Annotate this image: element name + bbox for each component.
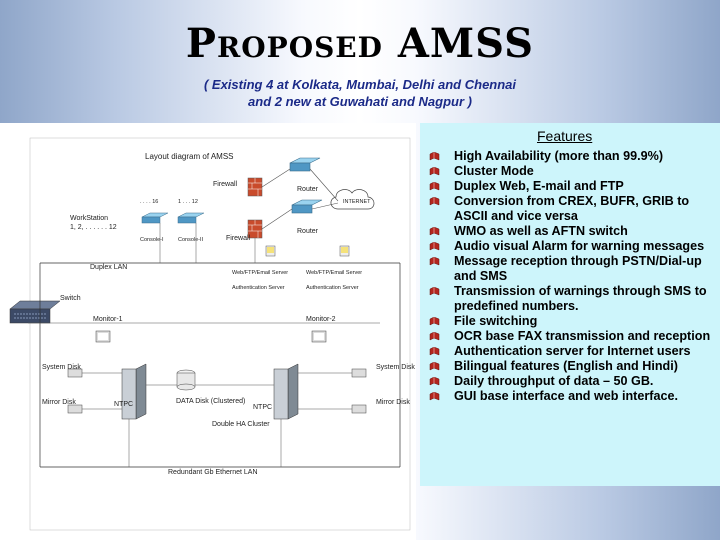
feature-item: Message reception through PSTN/Dial-up a… xyxy=(426,254,716,284)
bullet-icon xyxy=(429,287,440,296)
feature-text: WMO as well as AFTN switch xyxy=(454,224,628,238)
features-list: High Availability (more than 99.9%)Clust… xyxy=(426,149,716,404)
firewall-label: Firewall xyxy=(226,235,251,242)
auth-server-label: Authentication Server xyxy=(232,285,285,291)
computer-icon xyxy=(339,245,350,257)
network-diagram: Layout diagram of AMSS Firewall Firewall… xyxy=(0,123,416,540)
workstation-label: WorkStation xyxy=(70,215,108,222)
bullet-icon xyxy=(429,152,440,161)
internet-label: INTERNET xyxy=(343,199,371,205)
subtitle-line-1: ( Existing 4 at Kolkata, Mumbai, Delhi a… xyxy=(203,77,517,92)
data-disk-label: DATA Disk (Clustered) xyxy=(176,398,245,405)
feature-item: WMO as well as AFTN switch xyxy=(426,224,716,239)
feature-item: Daily throughput of data – 50 GB. xyxy=(426,374,716,389)
features-panel: Features High Availability (more than 99… xyxy=(420,123,720,486)
system-disk-label: System Disk xyxy=(376,364,415,371)
console-label: Console-II xyxy=(178,237,204,243)
features-heading: Features xyxy=(537,128,593,144)
router-icon xyxy=(291,199,323,214)
feature-item: Transmission of warnings through SMS to … xyxy=(426,284,716,314)
feature-text: Transmission of warnings through SMS to … xyxy=(454,284,707,313)
bullet-icon xyxy=(429,317,440,326)
ntpc-label: NTPC xyxy=(114,401,133,408)
feature-text: Conversion from CREX, BUFR, GRIB to ASCI… xyxy=(454,194,690,223)
ws-left-top-label: . . . . 16 xyxy=(140,199,158,205)
bullet-icon xyxy=(429,167,440,176)
feature-text: OCR base FAX transmission and reception xyxy=(454,329,711,343)
bullet-icon xyxy=(429,377,440,386)
bullet-icon xyxy=(429,362,440,371)
router-label: Router xyxy=(297,186,319,193)
feature-item: Bilingual features (English and Hindi) xyxy=(426,359,716,374)
disk-icon xyxy=(176,369,196,391)
bullet-icon xyxy=(429,242,440,251)
feature-item: OCR base FAX transmission and reception xyxy=(426,329,716,344)
feature-text: Audio visual Alarm for warning messages xyxy=(454,239,705,253)
monitor-icon xyxy=(95,330,111,343)
ntpc-label: NTPC xyxy=(253,404,272,411)
diagram-title: Layout diagram of AMSS xyxy=(145,152,234,161)
switch-icon xyxy=(141,212,205,224)
switch-icon xyxy=(9,300,61,324)
ha-cluster-label: Double HA Cluster xyxy=(212,421,270,428)
computer-icon xyxy=(265,245,276,257)
feature-text: File switching xyxy=(454,314,538,328)
duplex-lan-label: Duplex LAN xyxy=(90,264,127,271)
auth-server-label: Authentication Server xyxy=(306,285,359,291)
web-server-label: Web/FTP/Email Server xyxy=(306,270,362,276)
disk-icon xyxy=(67,368,367,414)
monitor-label: Monitor-2 xyxy=(306,316,336,323)
mirror-disk-label: Mirror Disk xyxy=(376,399,410,406)
feature-item: Conversion from CREX, BUFR, GRIB to ASCI… xyxy=(426,194,716,224)
bullet-icon xyxy=(429,197,440,206)
console-label: Console-I xyxy=(140,237,164,243)
slide-title: Proposed AMSS xyxy=(185,20,535,67)
feature-item: GUI base interface and web interface. xyxy=(426,389,716,404)
monitor-label: Monitor-1 xyxy=(93,316,123,323)
bullet-icon xyxy=(429,257,440,266)
feature-text: Cluster Mode xyxy=(454,164,534,178)
server-icon xyxy=(273,363,299,420)
feature-item: Authentication server for Internet users xyxy=(426,344,716,359)
diagram-svg: Layout diagram of AMSS Firewall Firewall… xyxy=(9,137,415,531)
feature-item: High Availability (more than 99.9%) xyxy=(426,149,716,164)
feature-text: Duplex Web, E-mail and FTP xyxy=(454,179,624,193)
system-disk-label: System Disk xyxy=(42,364,81,371)
feature-text: High Availability (more than 99.9%) xyxy=(454,149,664,163)
switch-label: Switch xyxy=(60,295,81,302)
server-icon xyxy=(121,363,147,420)
router-label: Router xyxy=(297,228,319,235)
bullet-icon xyxy=(429,332,440,341)
feature-text: Bilingual features (English and Hindi) xyxy=(454,359,678,373)
redundant-lan-label: Redundant Gb Ethernet LAN xyxy=(168,469,258,476)
feature-text: Daily throughput of data – 50 GB. xyxy=(454,374,654,388)
mirror-disk-label: Mirror Disk xyxy=(42,399,76,406)
internet-cloud-icon xyxy=(330,189,375,210)
bullet-icon xyxy=(429,347,440,356)
monitor-icon xyxy=(311,330,327,343)
feature-text: Message reception through PSTN/Dial-up a… xyxy=(454,254,702,283)
feature-item: Audio visual Alarm for warning messages xyxy=(426,239,716,254)
firewall-label: Firewall xyxy=(213,181,238,188)
feature-text: GUI base interface and web interface. xyxy=(454,389,678,403)
router-icon xyxy=(289,157,321,172)
bullet-icon xyxy=(429,182,440,191)
feature-item: Cluster Mode xyxy=(426,164,716,179)
subtitle-line-2: and 2 new at Guwahati and Nagpur ) xyxy=(248,94,472,109)
feature-item: File switching xyxy=(426,314,716,329)
ws-right-top-label: 1 . . . 12 xyxy=(178,199,198,205)
slide-subtitle: ( Existing 4 at Kolkata, Mumbai, Delhi a… xyxy=(150,76,570,110)
workstation-range-label: 1, 2, . . . . . . 12 xyxy=(70,224,117,231)
feature-text: Authentication server for Internet users xyxy=(454,344,691,358)
feature-item: Duplex Web, E-mail and FTP xyxy=(426,179,716,194)
web-server-label: Web/FTP/Email Server xyxy=(232,270,288,276)
bullet-icon xyxy=(429,392,440,401)
firewall-icon xyxy=(247,177,263,197)
bullet-icon xyxy=(429,227,440,236)
